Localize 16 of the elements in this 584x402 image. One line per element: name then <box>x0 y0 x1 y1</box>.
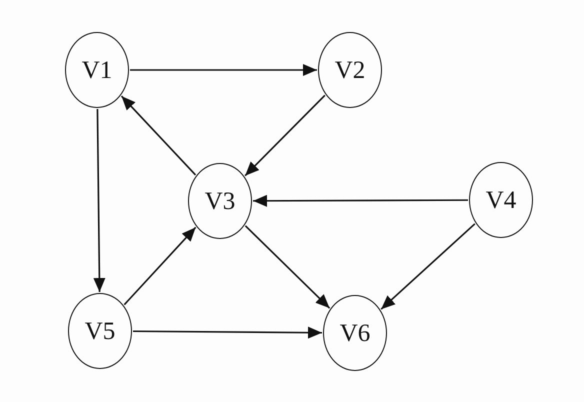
arrow <box>380 223 476 310</box>
arrow <box>133 326 322 339</box>
arrow <box>130 64 317 76</box>
node-label: V6 <box>340 320 370 346</box>
arrow <box>120 96 196 176</box>
node-ellipse <box>188 163 252 239</box>
node-label: V3 <box>204 188 236 214</box>
node-label: V5 <box>84 318 116 344</box>
arrow <box>93 108 106 292</box>
node-label: V1 <box>82 58 112 82</box>
arrow <box>244 94 326 176</box>
arrow <box>244 225 330 309</box>
node-label: V2 <box>334 58 366 82</box>
node-label: V4 <box>486 188 516 212</box>
arrow <box>253 194 468 207</box>
arrow <box>124 226 196 306</box>
